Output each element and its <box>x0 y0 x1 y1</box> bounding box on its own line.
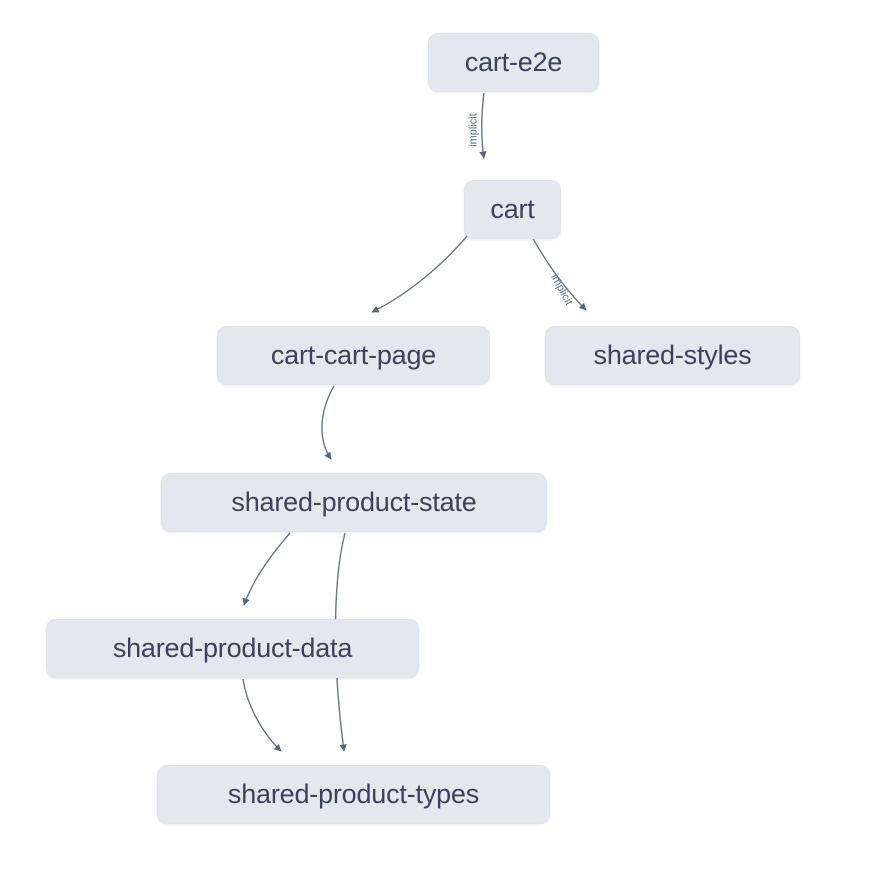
node-label: cart-cart-page <box>270 340 437 370</box>
graph-node-shared-product-data[interactable]: shared-product-data <box>46 619 419 678</box>
edge-cart-to-shared-styles <box>531 236 587 311</box>
node-label: shared-product-types <box>227 779 480 809</box>
graph-node-shared-styles[interactable]: shared-styles <box>545 326 800 385</box>
graph-node-cart-e2e[interactable]: cart-e2e <box>428 33 599 92</box>
edge-cart-cart-page-to-shared-product-state <box>321 385 335 460</box>
node-label: cart-e2e <box>464 47 563 77</box>
edge-shared-product-state-to-shared-product-data <box>242 532 291 606</box>
graph-node-cart-cart-page[interactable]: cart-cart-page <box>217 326 490 385</box>
node-label: shared-styles <box>593 340 752 370</box>
node-label: cart <box>490 194 535 224</box>
edge-shared-product-data-to-shared-product-types <box>242 678 282 752</box>
graph-node-shared-product-state[interactable]: shared-product-state <box>161 473 547 532</box>
graph-node-cart[interactable]: cart <box>464 180 561 239</box>
node-label: shared-product-data <box>112 633 353 663</box>
edge-cart-e2e-to-cart <box>479 92 487 159</box>
node-label: shared-product-state <box>231 487 477 517</box>
edge-label-implicit-cart-e2e-cart: implicit <box>467 113 480 147</box>
graph-node-shared-product-types[interactable]: shared-product-types <box>157 765 550 824</box>
edge-cart-to-cart-cart-page <box>371 234 469 313</box>
